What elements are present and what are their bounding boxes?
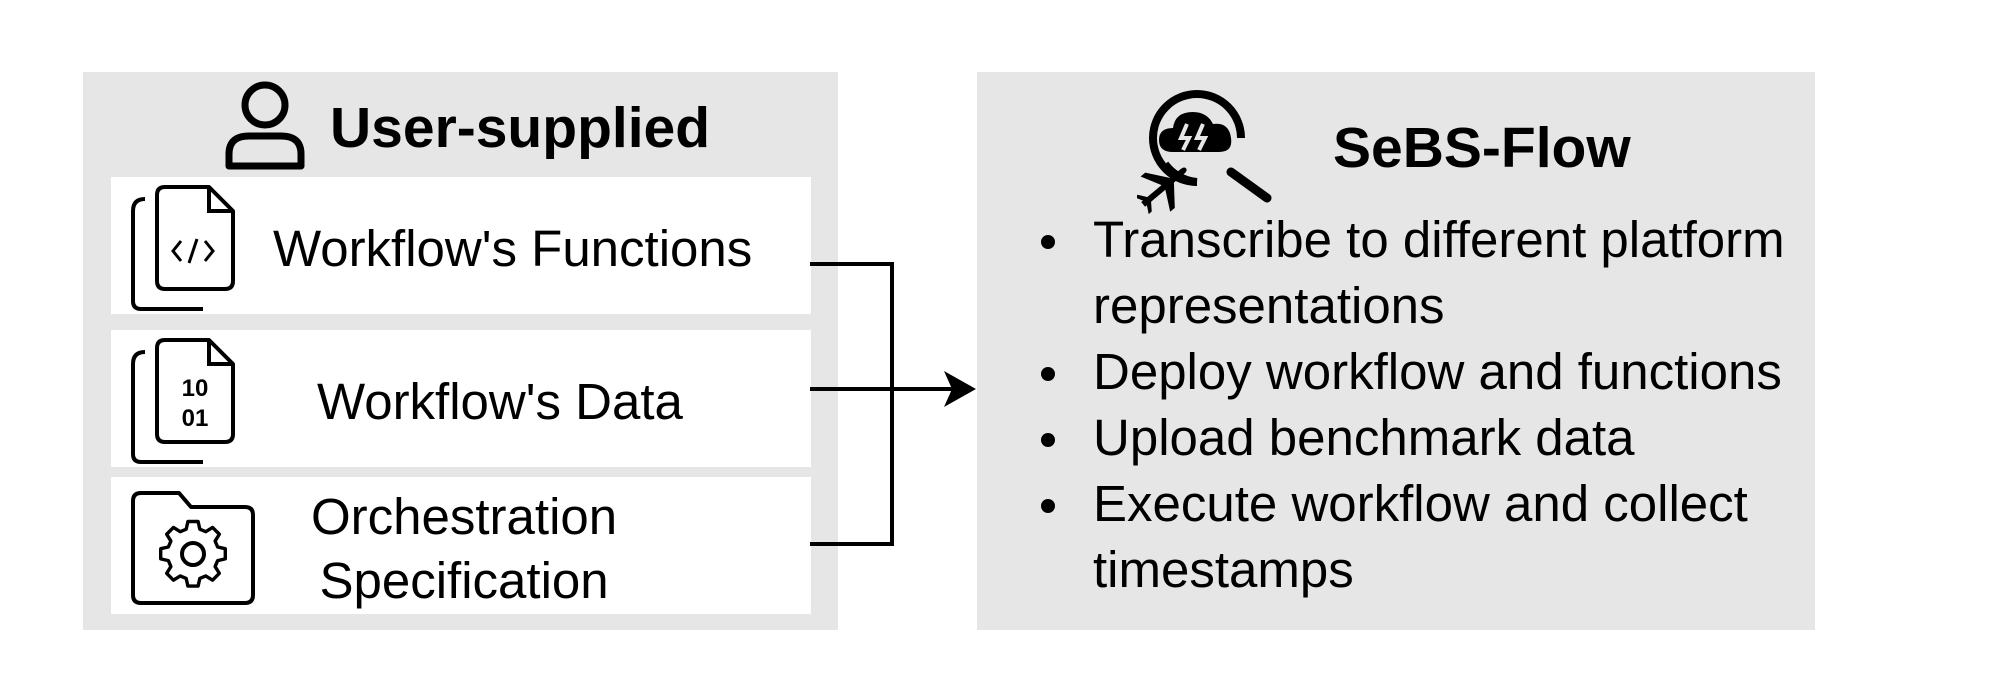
connector-functions: [810, 262, 894, 546]
sebs-logo-icon: [1137, 90, 1272, 215]
binary-file-icon: 10 01: [131, 338, 235, 464]
sebs-flow-task-list: Transcribe to different platform represe…: [1037, 207, 1797, 603]
orchestration-specification-label: Orchestration Specification: [311, 485, 617, 613]
workflow-data-label: Workflow's Data: [317, 373, 683, 430]
arrowhead: [944, 371, 976, 407]
task-item-execute: Execute workflow and collect timestamps: [1037, 471, 1797, 603]
user-supplied-panel: User-supplied Workflow's Functions 10 01…: [83, 72, 838, 630]
code-file-icon: [131, 185, 235, 311]
workflow-functions-label: Workflow's Functions: [273, 220, 753, 277]
workflow-data-card: 10 01 Workflow's Data: [111, 330, 811, 467]
user-icon: [225, 81, 305, 170]
orchestration-label-line-2: Specification: [319, 551, 609, 609]
sebs-flow-panel: SeBS-Flow Transcribe to different platfo…: [977, 72, 1815, 630]
sebs-flow-title: SeBS-Flow: [1333, 116, 1631, 180]
task-item-deploy: Deploy workflow and functions: [1037, 339, 1797, 405]
workflow-functions-card: Workflow's Functions: [111, 177, 811, 314]
user-supplied-title: User-supplied: [330, 96, 711, 160]
task-item-upload: Upload benchmark data: [1037, 405, 1797, 471]
orchestration-specification-card: Orchestration Specification: [111, 477, 811, 614]
task-item-transcribe: Transcribe to different platform represe…: [1037, 207, 1797, 339]
orchestration-label-line-1: Orchestration: [311, 488, 618, 545]
gear-folder-icon: [131, 491, 255, 605]
svg-text:01: 01: [182, 405, 209, 432]
svg-text:10: 10: [182, 375, 209, 402]
